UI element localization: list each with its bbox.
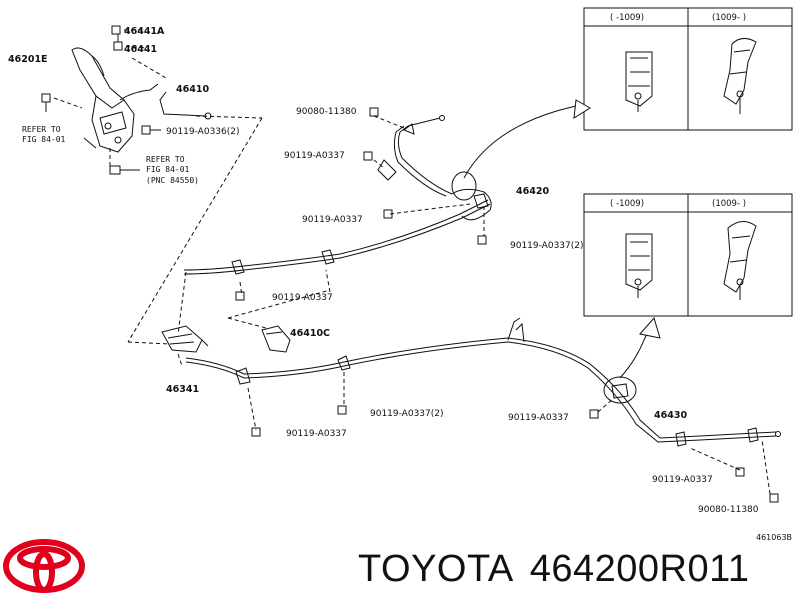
table-top-right-header: (1009- ) — [712, 13, 746, 23]
cable-46420 — [183, 115, 492, 275]
bolt-icons — [235, 107, 779, 503]
label-90119-A0337-2-lower: 90119-A0337(2) — [370, 409, 444, 419]
label-46410C: 46410C — [290, 328, 330, 339]
label-90119-A0337-2-upper: 90119-A0337(2) — [510, 241, 584, 251]
label-46201E: 46201E — [8, 54, 48, 65]
brand-caption: TOYOTA 464200R011 — [358, 548, 766, 591]
parking-brake-lever — [41, 25, 212, 175]
label-46441: 46441 — [124, 44, 157, 55]
label-46341: 46341 — [166, 384, 199, 395]
part-number: 464200R011 — [529, 548, 750, 590]
ref-note-2-line2: FIG 84-01 — [146, 165, 190, 174]
toyota-logo-icon — [3, 539, 85, 593]
table-bottom-left-header: ( -1009) — [610, 199, 644, 209]
label-46420: 46420 — [516, 186, 549, 197]
detail-table-bottom — [583, 193, 793, 317]
label-90080-11380-bottom: 90080-11380 — [698, 505, 759, 515]
arrow-to-detail-bottom — [619, 331, 649, 379]
label-90119-A0337-a: 90119-A0337 — [284, 151, 345, 161]
label-90119-A0337-g: 90119-A0337 — [508, 413, 569, 423]
label-90119-A0337-b: 90119-A0337 — [302, 215, 363, 225]
ref-note-2-line1: REFER TO — [146, 155, 185, 164]
arrow-to-detail-top — [463, 105, 577, 179]
connector-46410C — [261, 325, 291, 353]
ref-note-1-line2: FIG 84-01 — [22, 135, 66, 144]
label-46441A: 46441A — [124, 26, 165, 37]
label-90119-A0336: 90119-A0336(2) — [166, 127, 240, 137]
ref-note-1-line1: REFER TO — [22, 125, 61, 134]
table-top-left-header: ( -1009) — [610, 13, 644, 23]
label-90119-A0337-d: 90119-A0337 — [272, 293, 333, 303]
guide-lines-cables — [177, 115, 771, 495]
table-bottom-right-header: (1009- ) — [712, 199, 746, 209]
drawing-code: 461063B — [756, 533, 792, 542]
label-90080-11380-top: 90080-11380 — [296, 107, 357, 117]
label-90119-A0337-f: 90119-A0337 — [286, 429, 347, 439]
brand-name: TOYOTA — [358, 548, 514, 590]
label-90119-A0337-h: 90119-A0337 — [652, 475, 713, 485]
ref-note-2-line3: (PNC 84550) — [146, 176, 199, 185]
cable-46430 — [185, 317, 781, 447]
detail-table-top — [583, 7, 793, 131]
label-46430: 46430 — [654, 410, 687, 421]
equalizer-46341 — [161, 325, 209, 353]
guide-lines-lever — [53, 29, 263, 345]
label-46410: 46410 — [176, 84, 209, 95]
